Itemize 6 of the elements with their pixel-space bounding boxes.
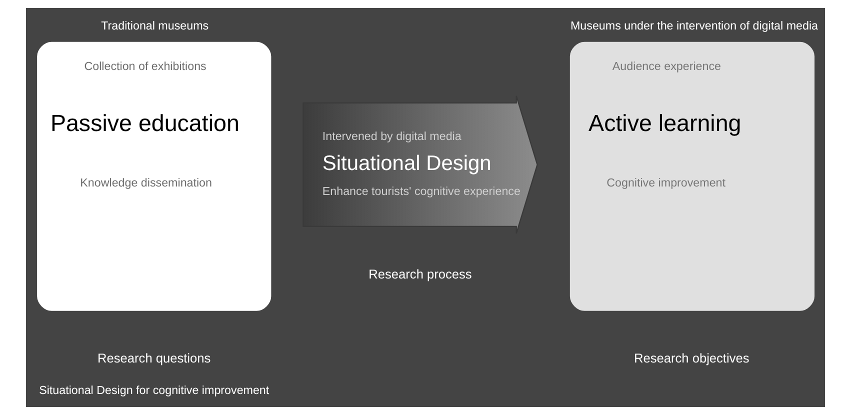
node-label: Museums under the intervention of digital media (570, 20, 818, 33)
node-label: Research objectives (634, 350, 750, 366)
node-label: Traditional museums (101, 20, 209, 33)
node-label: Research process (368, 266, 472, 282)
node-label: Research questions (98, 350, 211, 366)
caption: Situational Design for cognitive improvement (39, 384, 270, 398)
